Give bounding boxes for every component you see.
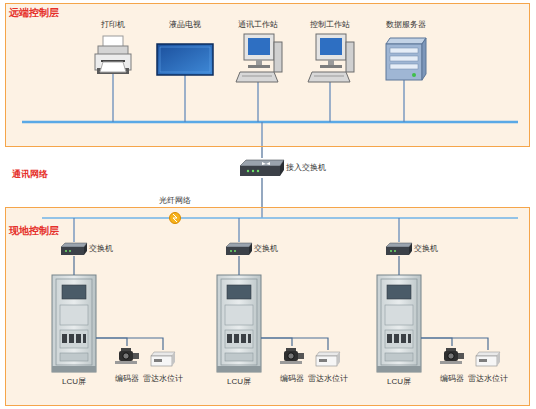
device-label: 编码器 [280,374,304,384]
fiber-symbol [173,214,177,222]
connector-line [261,147,262,158]
device-label: 交换机 [254,244,278,254]
device-label: 雷达水位计 [308,374,348,384]
workstation-icon [308,34,354,82]
fiber-label: 光纤网络 [159,196,191,206]
wire [261,122,262,147]
wire [73,218,74,242]
encoder-node: 编码器 [113,346,141,384]
connector-line [96,338,127,346]
switch-icon [240,160,284,176]
switch-node: 交换机 [386,242,440,256]
lcu-cabinet-node: LCU屏 [52,275,96,387]
cabinet-icon [52,275,96,372]
device-label: 接入交换机 [286,163,326,173]
level-meter-node: 雷达水位计 [141,350,185,384]
printer-node: 打印机 [93,20,133,76]
connector-line [238,256,239,275]
device-label: 交换机 [414,244,438,254]
bus-line [22,121,518,124]
device-label: 雷达水位计 [468,374,508,384]
level-meter-node: 雷达水位计 [306,350,350,384]
wire [398,218,399,242]
cabinet-icon [217,275,261,372]
display-node: 液晶电视 [157,20,213,75]
encoder-icon [440,348,464,364]
connector-line [261,178,262,207]
device-label: LCU屏 [387,377,411,387]
connector-line [73,256,74,275]
device-label: 编码器 [115,374,139,384]
device-label: 交换机 [89,244,113,254]
encoder-icon [280,348,304,364]
panel-fill [5,207,530,406]
level-meter-icon [316,352,340,366]
encoder-node: 编码器 [278,346,306,384]
lcu-cabinet-node: LCU屏 [377,275,421,387]
panel-fill [5,3,530,147]
device-label: 通讯工作站 [238,20,278,30]
connector-line [421,338,488,350]
device-label: 雷达水位计 [143,374,183,384]
connector-line [421,338,452,346]
tv-icon [157,44,213,75]
wire [238,218,239,242]
wire [112,74,113,122]
device-label: 编码器 [440,374,464,384]
wire [257,82,258,122]
connector-line [261,338,328,350]
device-label: LCU屏 [227,377,251,387]
layer-panel: 打印机 液晶电视 通讯工作站 控制工作站 数据服务器 远端控制层 [5,3,530,147]
wire [184,75,185,122]
switch-icon [61,243,87,255]
workstation-icon [236,34,282,82]
wire [261,207,262,218]
switch-node: 交换机 [61,242,115,256]
device-label: 液晶电视 [169,20,201,30]
level-meter-node: 雷达水位计 [466,350,510,384]
switch-icon [226,243,252,255]
switch-icon [386,243,412,255]
printer-icon [95,36,131,74]
server-node: 数据服务器 [384,20,428,80]
device-label: 打印机 [101,20,125,30]
connector-line [96,338,163,350]
encoder-node: 编码器 [438,346,466,384]
bus-line [42,217,518,219]
layer-panel: 交换机LCU屏编码器雷达水位计交换机LCU屏编码器雷达水位计交换机LCU屏编码器… [5,207,530,406]
lcu-cabinet-node: LCU屏 [217,275,261,387]
workstation-node: 通讯工作站 [234,20,282,82]
layer-heading: 远端控制层 [9,7,59,19]
layer-heading: 现地控制层 [9,225,59,237]
connector-line [398,256,399,275]
device-label: LCU屏 [62,377,86,387]
connector-line [261,338,292,346]
cabinet-icon [377,275,421,372]
switch-node: 交换机 [226,242,280,256]
level-meter-icon [476,352,500,366]
wire [329,82,330,122]
switch-node: 接入交换机 [240,158,328,178]
network-label: 通讯网络 [12,169,48,180]
wire [403,80,404,122]
device-label: 控制工作站 [310,20,350,30]
level-meter-icon [151,352,175,366]
device-label: 数据服务器 [386,20,426,30]
workstation-node: 控制工作站 [306,20,354,82]
fiber-symbol [170,213,181,224]
encoder-icon [115,348,139,364]
server-icon [386,38,426,80]
